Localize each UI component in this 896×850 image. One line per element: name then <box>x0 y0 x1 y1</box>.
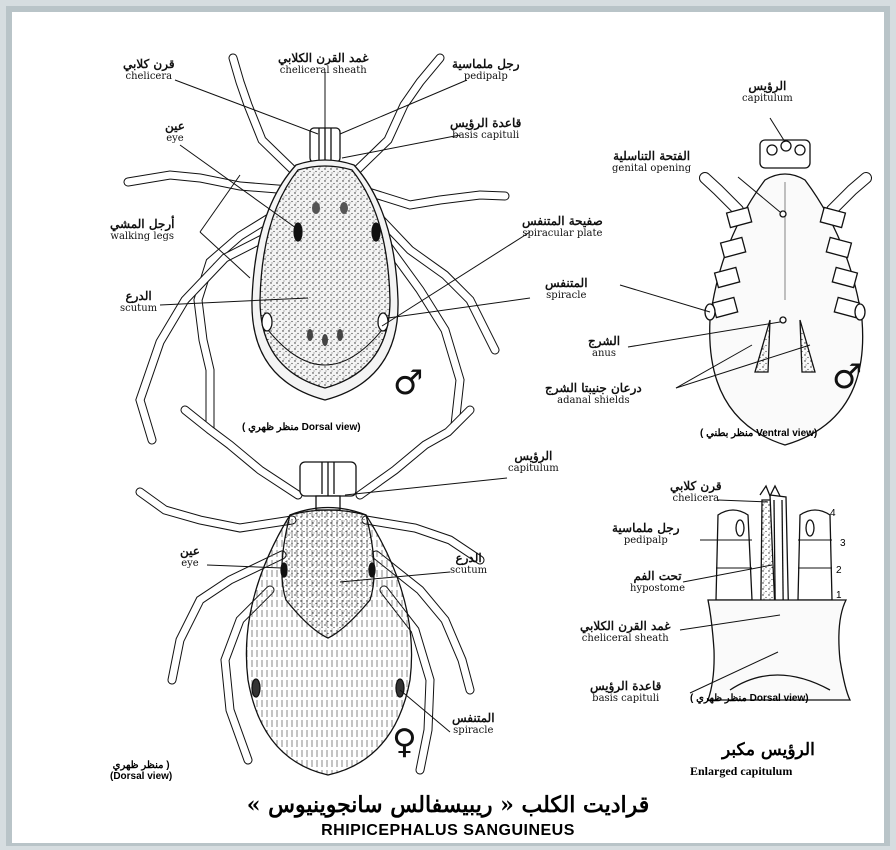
label-spiracle-female: المتنفس spiracle <box>452 712 495 737</box>
enlarged-capitulum-caption-ar: الرؤيس مكبر <box>722 740 815 760</box>
label-pedipalp: رجل ملماسية pedipalp <box>452 58 520 83</box>
enlarged-capitulum <box>708 486 850 700</box>
label-adanal-shields: درعان جنيبتا الشرج adanal shields <box>545 382 642 407</box>
label-spiracular-plate: صفيحة المتنفس spiracular plate <box>522 215 603 240</box>
label-capitulum-female: الرؤيس capitulum <box>508 450 559 475</box>
label-chelicera-enlarged: قرن كلابي chelicera <box>670 480 722 505</box>
label-cheliceral-sheath: غمد القرن الكلابي cheliceral sheath <box>278 52 368 77</box>
segment-number-3: 3 <box>840 538 846 549</box>
segment-number-1: 1 <box>836 590 842 601</box>
male-symbol-ventral: ♂ <box>832 360 862 394</box>
label-basis-capituli: قاعدة الرؤيس basis capituli <box>450 117 521 142</box>
label-eye-female: عين eye <box>180 545 200 570</box>
title-latin: RHIPICEPHALUS SANGUINEUS <box>0 822 896 840</box>
male-symbol-dorsal: ♂ <box>393 366 423 400</box>
label-chelicera: قرن كلابي chelicera <box>123 58 175 83</box>
label-scutum-female: الدرع scutum <box>450 552 487 577</box>
segment-number-2: 2 <box>836 565 842 576</box>
female-symbol: ♀ <box>392 725 417 759</box>
male-dorsal-view-label: ( منظر ظهري Dorsal view) <box>242 422 361 433</box>
label-walking-legs: أرجل المشي walking legs <box>110 218 174 243</box>
label-basis-capituli-enlarged: قاعدة الرؤيس basis capituli <box>590 680 661 705</box>
label-eye: عين eye <box>165 120 185 145</box>
female-dorsal-view-label: ( منظر ظهري (Dorsal view) <box>110 760 172 782</box>
enlarged-capitulum-caption-en: Enlarged capitulum <box>690 764 792 779</box>
label-hypostome: تحت الفم hypostome <box>630 570 685 595</box>
label-cheliceral-sheath-enlarged: غمد القرن الكلابي cheliceral sheath <box>580 620 670 645</box>
label-anus: الشرج anus <box>588 335 620 360</box>
segment-number-4: 4 <box>830 508 836 519</box>
label-scutum: الدرع scutum <box>120 290 157 315</box>
label-capitulum-ventral: الرؤيس capitulum <box>742 80 793 105</box>
label-genital-opening: الفتحة التناسلية genital opening <box>612 150 691 175</box>
label-pedipalp-enlarged: رجل ملماسية pedipalp <box>612 522 680 547</box>
title-arabic: قراديت الكلب « ريبيسفالس سانجوينيوس » <box>0 792 896 818</box>
male-ventral-view-label: ( منظر بطني Ventral view) <box>700 428 817 439</box>
label-spiracle: المتنفس spiracle <box>545 277 588 302</box>
capitulum-view-label: ( منظر ظهري Dorsal view) <box>690 693 809 704</box>
